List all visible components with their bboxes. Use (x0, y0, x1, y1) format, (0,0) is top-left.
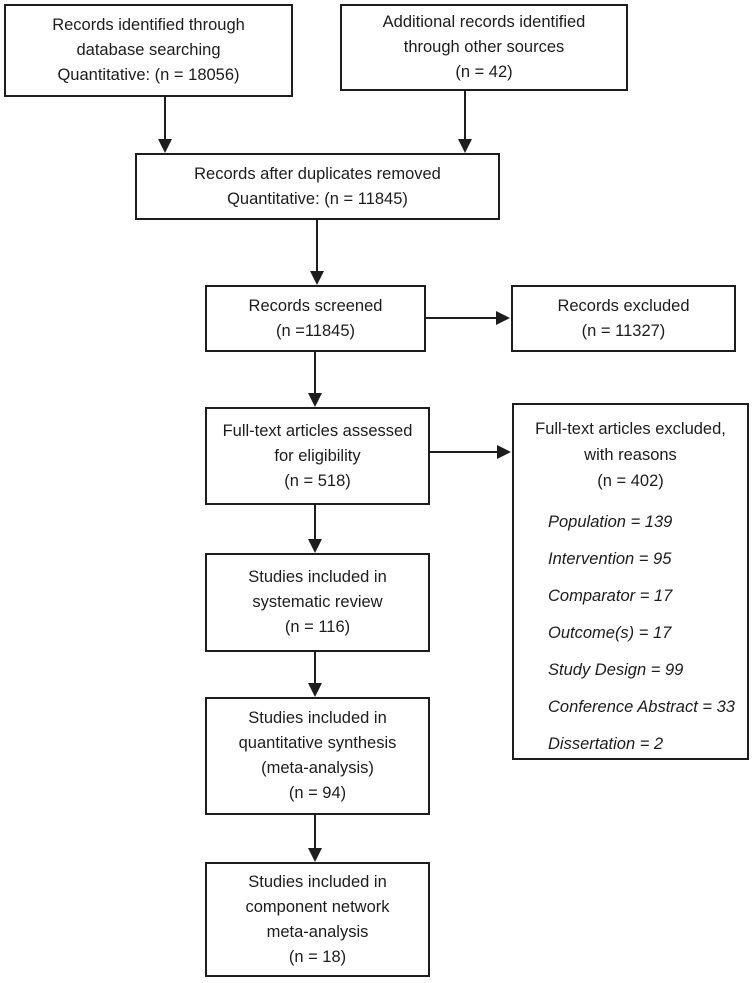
box-systematic-review: Studies included in systematic review (n… (205, 553, 430, 652)
box-text-line: Full-text articles assessed (222, 421, 413, 440)
box-records-screened: Records screened (n =11845) (205, 285, 426, 352)
box-text-line: database searching (76, 41, 221, 59)
exclusion-reason: Conference Abstract = 33 (548, 698, 735, 716)
exclusion-reason: Intervention = 95 (548, 550, 672, 568)
fulltext-excluded-header: Full-text articles excluded, with reason… (514, 416, 747, 494)
box-quantitative-synthesis: Studies included in quantitative synthes… (205, 697, 430, 815)
box-text-line: for eligibility (274, 446, 361, 465)
box-text-line: (n = 94) (288, 784, 347, 802)
box-text-line: Studies included in (248, 568, 387, 586)
box-text-line: Records screened (248, 296, 383, 315)
box-text-line: Full-text articles excluded, (535, 420, 726, 438)
box-text-line: (n = 18) (288, 947, 347, 966)
exclusion-reason: Dissertation = 2 (548, 735, 664, 753)
exclusion-reason: Outcome(s) = 17 (548, 624, 672, 642)
box-records-identified-database: Records identified through database sear… (4, 4, 293, 97)
box-text-line: Studies included in (248, 709, 387, 727)
box-text-line: (n = 42) (455, 63, 513, 81)
box-text-line: (n = 402) (597, 472, 664, 490)
box-text-line: Additional records identified (382, 13, 586, 31)
exclusion-reason: Study Design = 99 (548, 661, 684, 679)
box-text-line: through other sources (403, 38, 565, 56)
box-text-line: meta-analysis (266, 922, 369, 941)
box-text-line: quantitative synthesis (238, 734, 397, 752)
box-text-line: (meta-analysis) (261, 759, 374, 777)
box-text-line: with reasons (584, 446, 677, 464)
box-text-line: Studies included in (248, 872, 387, 891)
box-text-line: (n = 518) (284, 471, 351, 490)
box-text-line: Records after duplicates removed (194, 164, 441, 183)
box-text-line: (n = 116) (284, 618, 351, 636)
box-text-line: component network (245, 897, 390, 916)
box-text-line: systematic review (252, 593, 383, 611)
exclusion-reason: Comparator = 17 (548, 587, 673, 605)
box-text-line: Records identified through (52, 16, 245, 34)
box-duplicates-removed: Records after duplicates removed Quantit… (135, 153, 500, 220)
box-text-line: (n = 11327) (581, 321, 666, 340)
exclusion-reason: Population = 139 (548, 513, 673, 531)
box-text-line: (n =11845) (275, 321, 356, 340)
box-fulltext-excluded: Full-text articles excluded, with reason… (512, 403, 749, 760)
box-text-line: Records excluded (557, 296, 690, 315)
box-additional-records: Additional records identified through ot… (340, 4, 628, 91)
exclusion-reasons-list: Population = 139 Intervention = 95 Compa… (514, 494, 747, 768)
box-records-excluded: Records excluded (n = 11327) (511, 285, 736, 352)
box-component-network: Studies included in component network me… (205, 862, 430, 977)
box-text-line: Quantitative: (n = 11845) (227, 189, 408, 208)
box-text-line: Quantitative: (n = 18056) (57, 66, 240, 84)
box-fulltext-assessed: Full-text articles assessed for eligibil… (205, 407, 430, 505)
